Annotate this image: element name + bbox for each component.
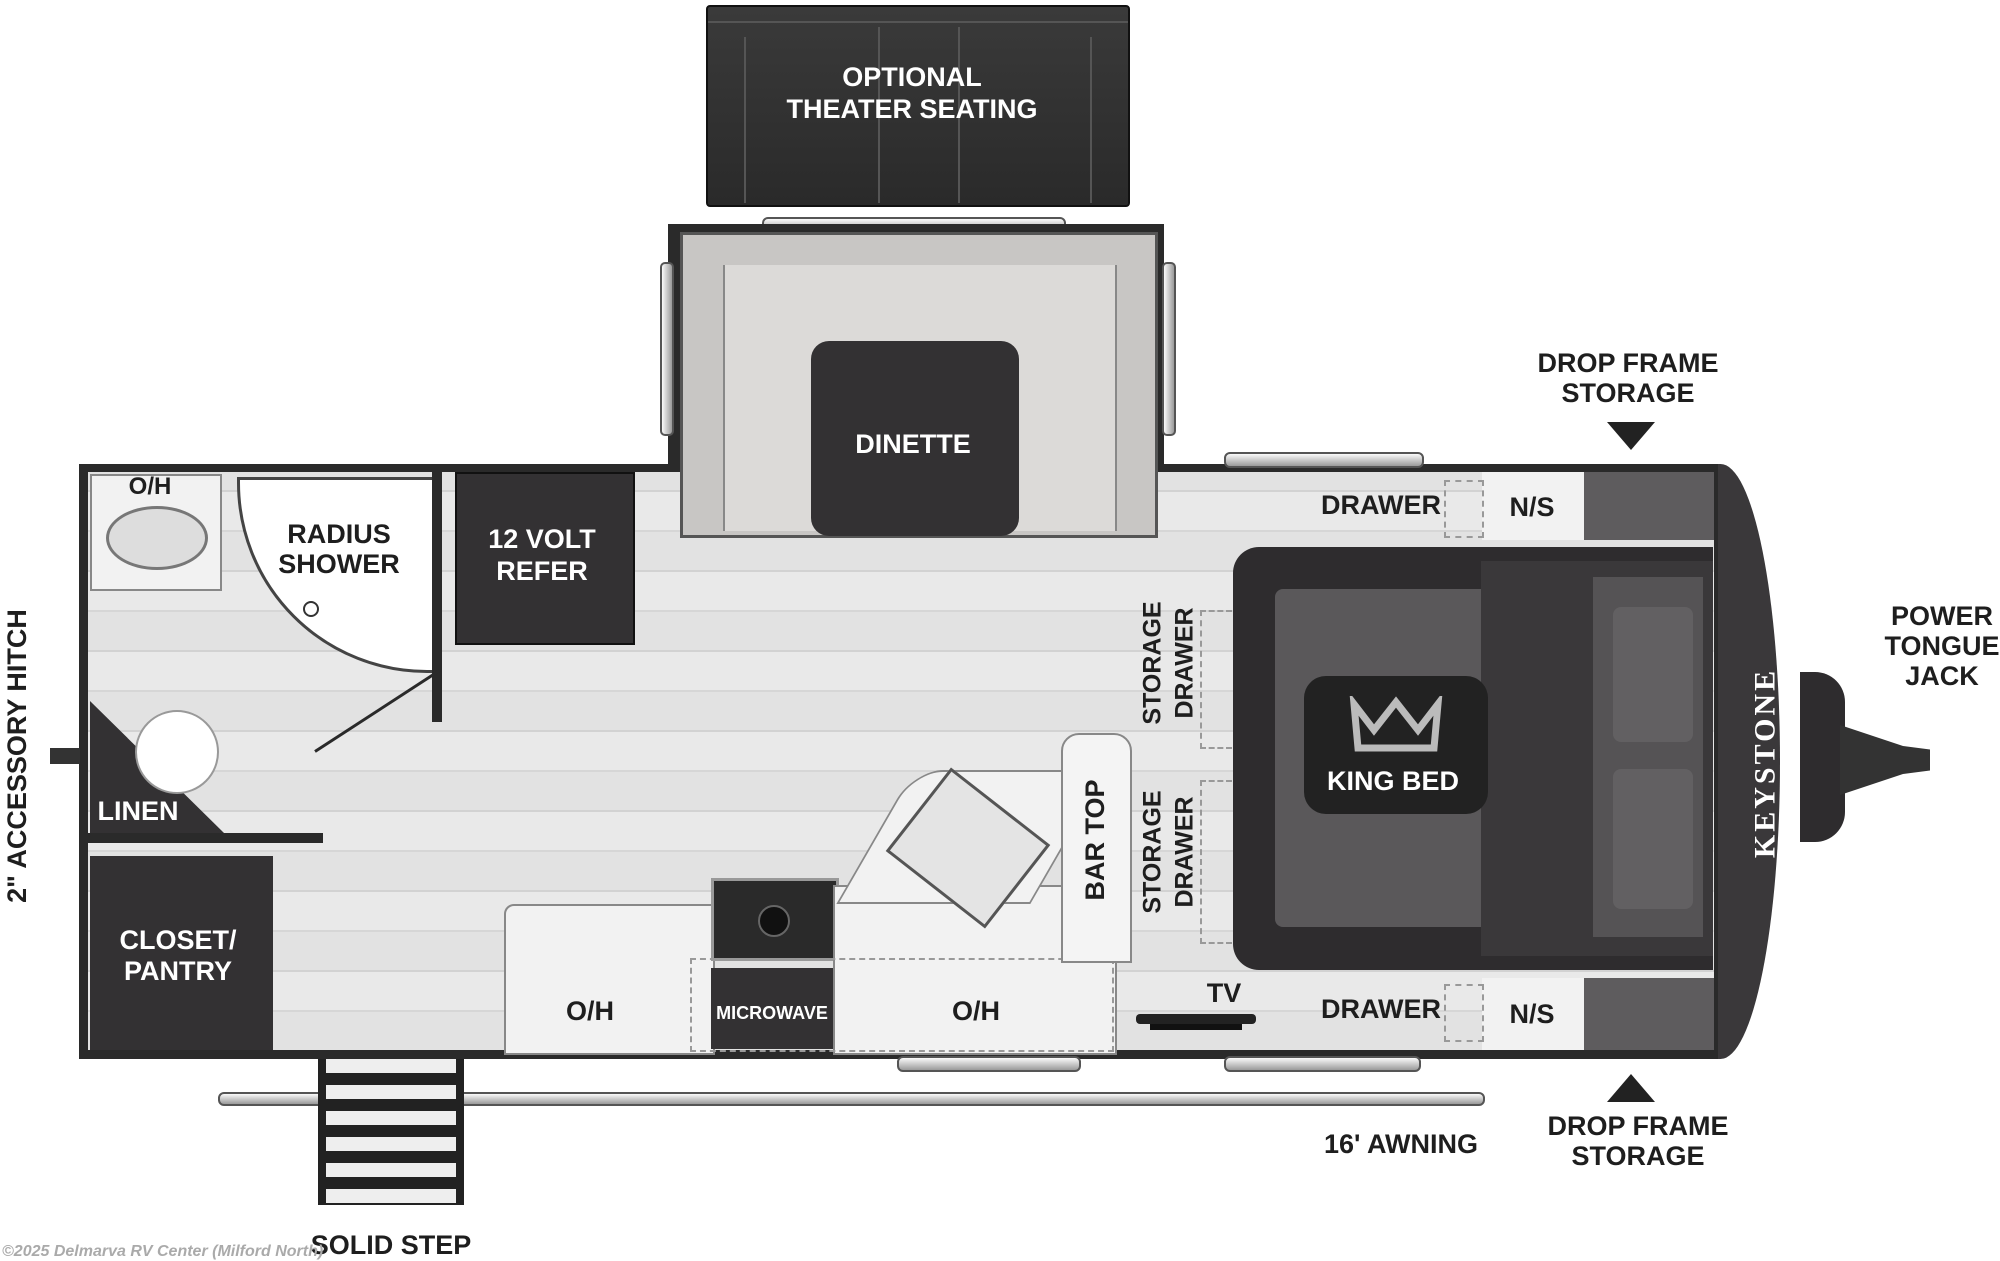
slide-window-left: [660, 262, 674, 436]
storage-drawer-top-label-1: STORAGE: [1138, 601, 1167, 725]
microwave: [711, 968, 833, 1049]
refer-label-1: 12 VOLT: [488, 524, 596, 555]
hitch-label: 2" ACCESSORY HITCH: [2, 609, 33, 903]
theater-label-1: OPTIONAL: [842, 62, 982, 93]
kitchen-oh-left: O/H: [565, 996, 615, 1027]
bath-front-wall: [88, 833, 323, 843]
king-bed-label: KING BED: [1326, 766, 1460, 797]
rear-hitch: [50, 748, 80, 764]
tv-label: TV: [1206, 978, 1242, 1009]
copyright: ©2025 Delmarva RV Center (Milford North): [2, 1243, 324, 1260]
drawer-bottom-label: DRAWER: [1321, 994, 1441, 1025]
drop-frame-top-area: [1584, 472, 1714, 540]
drop-frame-top-label-2: STORAGE: [1561, 378, 1695, 409]
arrow-down-icon: [1607, 422, 1655, 450]
shower-label-1: RADIUS: [287, 519, 391, 550]
storage-drawer-top-label-2: DRAWER: [1170, 607, 1199, 719]
bath-oh-label: O/H: [128, 472, 172, 500]
bar-top-label: BAR TOP: [1080, 779, 1111, 901]
storage-drawer-bottom-label-2: DRAWER: [1170, 796, 1199, 908]
tv-stand: [1150, 1024, 1242, 1030]
closet-pantry: [90, 856, 273, 1050]
keystone-logo: KEYSTONE: [1748, 667, 1782, 859]
dinette-label: DINETTE: [855, 429, 971, 460]
drawer-top-label: DRAWER: [1321, 490, 1441, 521]
toilet: [135, 710, 219, 794]
tongue-jack: [1800, 672, 1845, 842]
hitch-coupler: [1840, 725, 1930, 795]
shower-label-2: SHOWER: [278, 549, 400, 580]
dinette-table: [811, 341, 1019, 536]
nightstand-top: [1482, 472, 1584, 540]
bath-spacer: [88, 690, 444, 692]
window-top: [1224, 452, 1424, 468]
kitchen-counter-left: [504, 904, 715, 1055]
tv: [1136, 1014, 1256, 1024]
tongue-jack-label-1: POWER: [1890, 601, 1994, 632]
bar-top: [1061, 733, 1132, 963]
drop-frame-bottom-area: [1584, 978, 1714, 1050]
stove: [711, 878, 839, 961]
awning-label: 16' AWNING: [1324, 1129, 1478, 1160]
overhead-outline: [690, 958, 1114, 1052]
drawer-bottom-outline: [1444, 984, 1484, 1042]
linen-label: LINEN: [97, 796, 179, 827]
window-bottom-left: [897, 1056, 1081, 1072]
microwave-label: MICROWAVE: [716, 1003, 828, 1024]
king-bed-badge: [1304, 676, 1488, 814]
window-bottom-right: [1224, 1056, 1421, 1072]
drop-frame-bottom-label-2: STORAGE: [1571, 1141, 1705, 1172]
theater-label-2: THEATER SEATING: [786, 94, 1038, 125]
closet-label-1: CLOSET/: [119, 925, 237, 956]
theater-seating: [706, 5, 1130, 207]
storage-drawer-top-outline: [1200, 610, 1232, 749]
drawer-top-outline: [1444, 480, 1484, 538]
closet-label-2: PANTRY: [124, 956, 232, 987]
drop-frame-bottom-label-1: DROP FRAME: [1547, 1111, 1729, 1142]
shower-drain: [303, 601, 319, 617]
crown-icon: [1349, 696, 1443, 752]
drop-frame-top-label-1: DROP FRAME: [1537, 348, 1719, 379]
ns-bottom-label: N/S: [1509, 999, 1555, 1030]
nightstand-bottom: [1482, 978, 1584, 1050]
arrow-up-icon: [1607, 1074, 1655, 1102]
bath-wall: [432, 472, 442, 722]
solid-step-label: SOLID STEP: [310, 1230, 472, 1261]
slide-window-right: [1162, 262, 1176, 436]
solid-step: [318, 1059, 464, 1205]
refer-label-2: REFER: [496, 556, 588, 587]
refrigerator: [455, 472, 635, 645]
bath-sink-counter: [90, 474, 222, 591]
kitchen-oh-right: O/H: [951, 996, 1001, 1027]
storage-drawer-bottom-outline: [1200, 780, 1232, 944]
storage-drawer-bottom-label-1: STORAGE: [1138, 790, 1167, 914]
tongue-jack-label-3: JACK: [1905, 661, 1979, 692]
awning: [218, 1092, 1485, 1106]
tongue-jack-label-2: TONGUE: [1884, 631, 2000, 662]
ns-top-label: N/S: [1509, 492, 1555, 523]
